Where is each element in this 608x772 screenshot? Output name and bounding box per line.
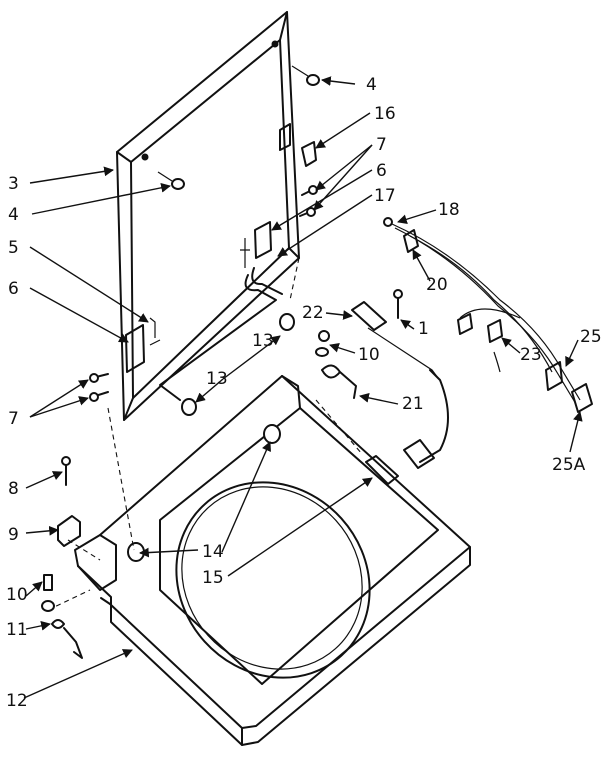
- label-22: 22: [302, 303, 324, 323]
- callout-arrows: [23, 76, 583, 699]
- label-9: 9: [8, 525, 19, 545]
- label-7-left: 7: [8, 409, 19, 429]
- hinge-hardware: [41, 456, 83, 659]
- label-5: 5: [8, 238, 19, 258]
- label-4-left: 4: [8, 205, 19, 225]
- label-10-left: 10: [6, 585, 28, 605]
- label-18: 18: [438, 200, 460, 220]
- label-8: 8: [8, 479, 19, 499]
- lid-switch-harness: [315, 289, 449, 469]
- label-14: 14: [202, 542, 224, 562]
- label-15: 15: [202, 568, 224, 588]
- label-10-right: 10: [358, 345, 380, 365]
- label-13-right: 13: [252, 331, 274, 351]
- label-6-right: 6: [376, 161, 387, 181]
- lid-panel: [116, 11, 300, 421]
- label-7-right: 7: [376, 135, 387, 155]
- label-23: 23: [520, 345, 542, 365]
- label-16: 16: [374, 104, 396, 124]
- label-3: 3: [8, 174, 19, 194]
- label-13-left: 13: [206, 369, 228, 389]
- lid-bumper-parts: [89, 65, 320, 416]
- label-11: 11: [6, 620, 28, 640]
- label-17: 17: [374, 186, 396, 206]
- label-21: 21: [402, 394, 424, 414]
- wire-harness: [383, 217, 593, 413]
- top-cover: [47, 257, 471, 746]
- label-1: 1: [418, 319, 429, 339]
- label-25a: 25A: [552, 455, 586, 475]
- part-labels: 4 16 7 3 6 4 17 18 5 20 6 22 1 25 13 10 …: [6, 75, 602, 711]
- label-20: 20: [426, 275, 448, 295]
- label-25: 25: [580, 327, 602, 347]
- label-4-top: 4: [366, 75, 377, 95]
- label-12: 12: [6, 691, 28, 711]
- label-6-left: 6: [8, 279, 19, 299]
